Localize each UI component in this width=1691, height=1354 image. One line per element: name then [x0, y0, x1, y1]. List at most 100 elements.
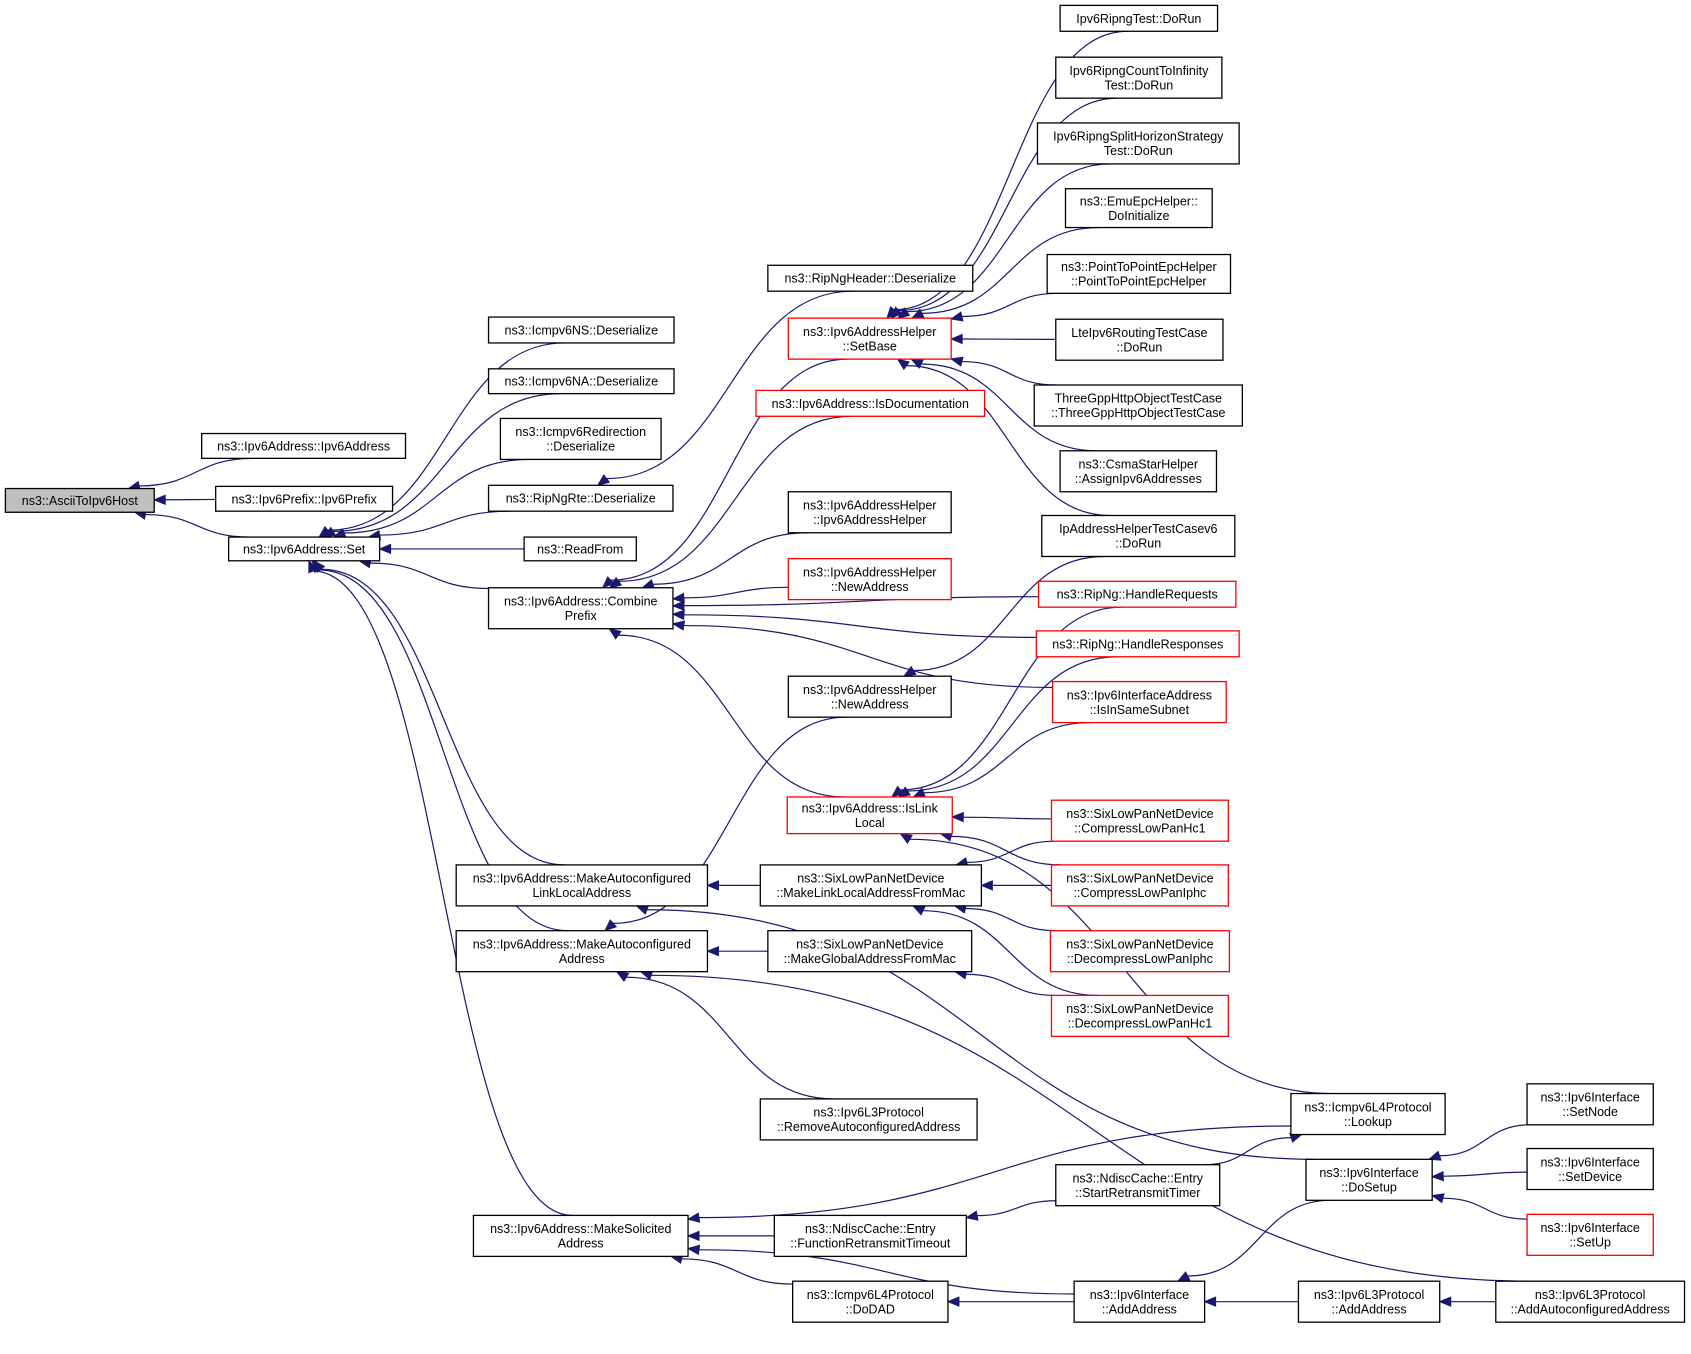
edge-arrowhead	[671, 600, 685, 611]
edge-csmastar-to-helper-setbase	[921, 363, 1097, 452]
node-box	[1036, 122, 1240, 165]
node-box	[499, 417, 662, 461]
node-label: ns3::RipNgRte::Deserialize	[506, 492, 656, 506]
node-ripngheader-deser[interactable]: ns3::RipNgHeader::Deserialize	[767, 264, 974, 292]
node-label: ::CompressLowPanIphc	[1074, 886, 1207, 900]
node-ripng-handlereq[interactable]: ns3::RipNg::HandleRequests	[1037, 580, 1237, 608]
node-ns-deser[interactable]: ns3::Icmpv6NS::Deserialize	[487, 316, 675, 344]
node-ndisc-funcretrans[interactable]: ns3::NdiscCache::Entry::FunctionRetransm…	[773, 1214, 967, 1258]
node-iface-addaddr[interactable]: ns3::Ipv6Interface::AddAddress	[1073, 1280, 1206, 1323]
edge-ipaddrtest-to-helper-newaddr	[913, 555, 1105, 672]
node-iface-setnode[interactable]: ns3::Ipv6Interface::SetNode	[1526, 1083, 1654, 1126]
node-label: ns3::Ipv6Interface	[1090, 1288, 1189, 1302]
node-label: Ipv6RipngSplitHorizonStrategy	[1053, 130, 1224, 144]
node-lteipv6[interactable]: LteIpv6RoutingTestCase::DoRun	[1055, 318, 1224, 361]
node-label: ns3::Ipv6AddressHelper	[803, 683, 936, 697]
node-ipv6prefix-ctor[interactable]: ns3::Ipv6Prefix::Ipv6Prefix	[215, 485, 394, 512]
node-label: ::DecompressLowPanIphc	[1067, 952, 1213, 966]
node-ascii[interactable]: ns3::AsciiToIpv6Host	[4, 487, 155, 513]
node-sixlowpan-mklinklocal[interactable]: ns3::SixLowPanNetDevice::MakeLinkLocalAd…	[759, 864, 983, 907]
edge-arrowhead	[706, 945, 719, 957]
node-box	[1041, 514, 1236, 558]
edge-arrowhead	[686, 1212, 701, 1223]
node-icmpv6l4-lookup[interactable]: ns3::Icmpv6L4Protocol::Lookup	[1290, 1092, 1446, 1136]
node-l3-addaddr[interactable]: ns3::Ipv6L3Protocol::AddAddress	[1297, 1280, 1441, 1323]
node-label: Test::DoRun	[1104, 144, 1173, 158]
edge-arrowhead	[896, 307, 911, 319]
node-box	[792, 1280, 949, 1323]
node-ripng-test[interactable]: Ipv6RipngTest::DoRun	[1059, 4, 1219, 32]
node-iface-setup[interactable]: ns3::Ipv6Interface::SetUp	[1526, 1213, 1654, 1256]
node-box	[1055, 1164, 1221, 1207]
node-box	[787, 317, 952, 360]
edge-icmpv6l4-dodad-to-mk-solicited	[681, 1258, 793, 1285]
node-readfrom[interactable]: ns3::ReadFrom	[523, 536, 637, 562]
node-helper-newaddr-red[interactable]: ns3::Ipv6AddressHelper::NewAddress	[787, 557, 952, 601]
edge-isdoc-to-combine	[618, 415, 853, 582]
node-label: ::MakeLinkLocalAddressFromMac	[776, 886, 965, 900]
edge-decompress-hc1-to-sixlowpan-mkglobal	[966, 973, 1055, 997]
node-threegpp[interactable]: ThreeGppHttpObjectTestCase::ThreeGppHttp…	[1033, 384, 1244, 427]
node-iface-dosetup[interactable]: ns3::Ipv6Interface::DoSetup	[1305, 1158, 1433, 1201]
node-label: ns3::Ipv6AddressHelper	[803, 565, 936, 579]
edge-arrowhead	[897, 786, 911, 798]
node-box	[787, 491, 952, 534]
node-mk-linklocal[interactable]: ns3::Ipv6Address::MakeAutoconfiguredLink…	[455, 864, 709, 907]
node-box	[1526, 1147, 1654, 1191]
node-label: ns3::Ipv6Address::IsDocumentation	[772, 397, 969, 411]
edge-arrowhead	[899, 832, 913, 845]
node-label: ns3::Ipv6L3Protocol	[1535, 1288, 1646, 1302]
node-box	[1051, 680, 1227, 724]
node-box	[787, 557, 952, 601]
edge-ndisc-startretrans-to-icmpv6l4-lookup	[1204, 1137, 1292, 1166]
node-label: ns3::Icmpv6Redirection	[515, 425, 646, 439]
node-isdoc[interactable]: ns3::Ipv6Address::IsDocumentation	[755, 389, 986, 417]
node-l3-addauto[interactable]: ns3::Ipv6L3Protocol::AddAutoconfiguredAd…	[1495, 1280, 1686, 1323]
node-ipaddrtest[interactable]: IpAddressHelperTestCasev6::DoRun	[1041, 514, 1236, 558]
edge-threegpp-to-helper-setbase	[961, 360, 1057, 386]
node-na-deser[interactable]: ns3::Icmpv6NA::Deserialize	[487, 368, 675, 395]
node-compress-hc1[interactable]: ns3::SixLowPanNetDevice::CompressLowPanH…	[1050, 799, 1229, 842]
node-l3-removeauto[interactable]: ns3::Ipv6L3Protocol::RemoveAutoconfigure…	[759, 1098, 978, 1141]
node-redir-deser[interactable]: ns3::Icmpv6Redirection::Deserialize	[499, 417, 662, 461]
node-icmpv6l4-dodad[interactable]: ns3::Icmpv6L4Protocol::DoDAD	[792, 1280, 949, 1323]
node-label: ns3::NdiscCache::Entry	[805, 1222, 936, 1236]
node-iface-setdevice[interactable]: ns3::Ipv6Interface::SetDevice	[1526, 1147, 1654, 1191]
node-compress-iphc[interactable]: ns3::SixLowPanNetDevice::CompressLowPanI…	[1050, 864, 1229, 907]
node-label: ns3::Ipv6Prefix::Ipv6Prefix	[232, 492, 378, 506]
node-ripng-handleresp[interactable]: ns3::RipNg::HandleResponses	[1035, 630, 1240, 658]
node-ndisc-startretrans[interactable]: ns3::NdiscCache::Entry::StartRetransmitT…	[1055, 1164, 1221, 1207]
node-emuepc[interactable]: ns3::EmuEpcHelper::DoInitialize	[1064, 188, 1213, 229]
node-helper-setbase[interactable]: ns3::Ipv6AddressHelper::SetBase	[787, 317, 952, 360]
node-decompress-hc1[interactable]: ns3::SixLowPanNetDevice::DecompressLowPa…	[1050, 994, 1229, 1038]
node-helper-newaddr[interactable]: ns3::Ipv6AddressHelper::NewAddress	[787, 675, 952, 718]
node-helper-ctor[interactable]: ns3::Ipv6AddressHelper::Ipv6AddressHelpe…	[787, 491, 952, 534]
node-ipv6addr-ctor[interactable]: ns3::Ipv6Address::Ipv6Address	[201, 432, 407, 459]
node-box	[1064, 188, 1213, 229]
node-label: ::Ipv6AddressHelper	[813, 513, 926, 527]
node-ifaddr-samesubnet[interactable]: ns3::Ipv6InterfaceAddress::IsInSameSubne…	[1051, 680, 1227, 724]
node-csmastar[interactable]: ns3::CsmaStarHelper::AssignIpv6Addresses	[1059, 450, 1218, 493]
node-sixlowpan-mkglobal[interactable]: ns3::SixLowPanNetDevice::MakeGlobalAddre…	[767, 930, 973, 973]
node-label: IpAddressHelperTestCasev6	[1059, 522, 1217, 536]
node-set[interactable]: ns3::Ipv6Address::Set	[227, 536, 381, 562]
edge-decompress-iphc-to-sixlowpan-mklinklocal	[965, 907, 1057, 932]
node-p2pepc[interactable]: ns3::PointToPointEpcHelper::PointToPoint…	[1046, 253, 1232, 294]
edge-iface-setnode-to-iface-dosetup	[1439, 1124, 1531, 1157]
node-label: ns3::Ipv6Interface	[1540, 1091, 1639, 1105]
edge-arrowhead	[686, 1230, 700, 1242]
node-box	[1046, 253, 1232, 294]
node-ripngrte-deser[interactable]: ns3::RipNgRte::Deserialize	[487, 484, 674, 512]
node-box	[759, 1098, 978, 1141]
node-box	[1050, 799, 1229, 842]
node-box	[787, 675, 952, 718]
node-decompress-iphc[interactable]: ns3::SixLowPanNetDevice::DecompressLowPa…	[1049, 930, 1231, 973]
node-mk-auto[interactable]: ns3::Ipv6Address::MakeAutoconfiguredAddr…	[455, 930, 709, 973]
node-label: ns3::Ipv6Interface	[1540, 1155, 1639, 1169]
